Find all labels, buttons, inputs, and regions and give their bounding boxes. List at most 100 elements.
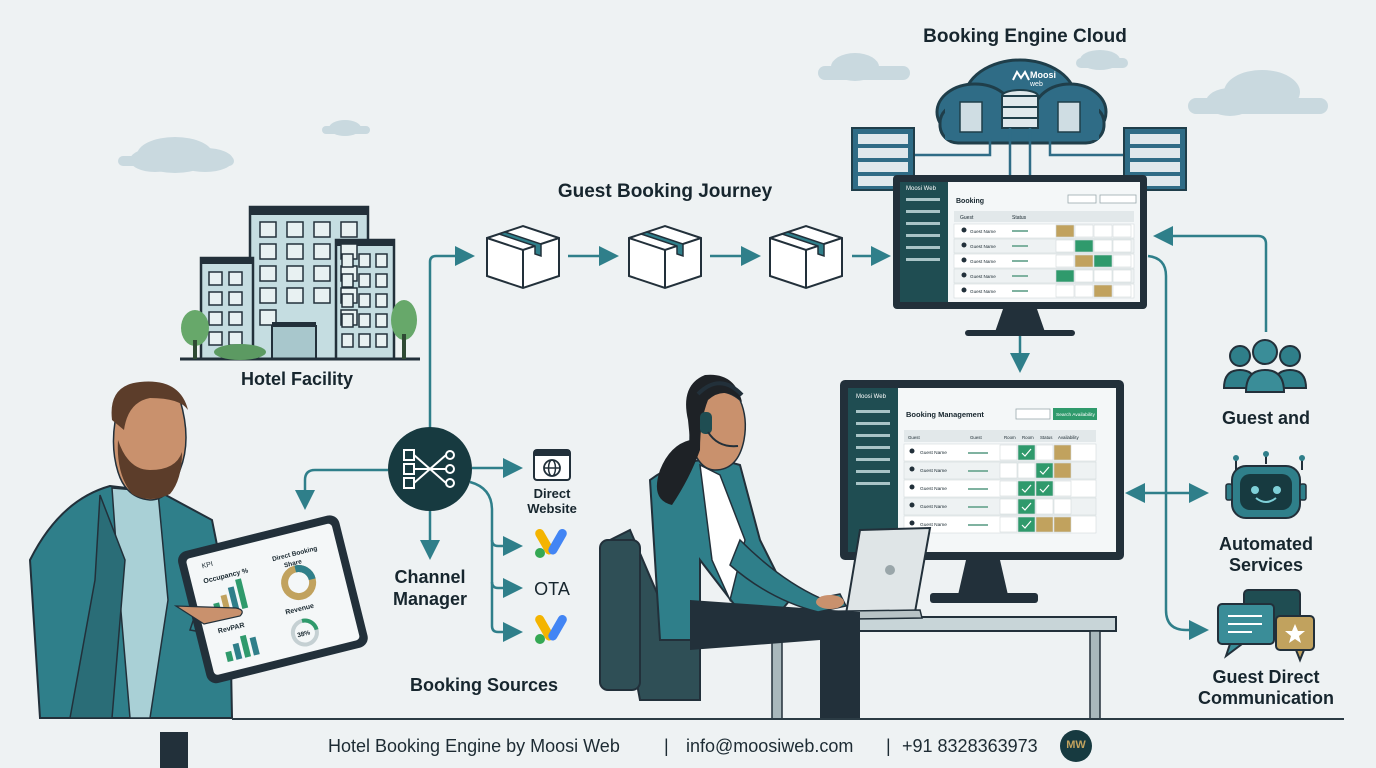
footer-separator: | xyxy=(664,736,669,756)
main-monitor-col-header: Room xyxy=(1022,435,1034,440)
top-monitor-col-status: Status xyxy=(1012,215,1027,221)
table-row: Guest Name xyxy=(903,461,1097,480)
search-availability-button[interactable] xyxy=(1053,408,1097,420)
google-ads-icon xyxy=(535,529,567,558)
window xyxy=(375,313,388,328)
main-monitor-col-header: Guest xyxy=(970,435,982,440)
search-availability-label: Search Availability xyxy=(1056,412,1095,418)
window xyxy=(228,331,243,346)
kpi-tablet: KPI Occupancy % Direct Booking Share Rev… xyxy=(173,515,368,684)
tablet-header: KPI xyxy=(201,561,214,571)
table-row: Guest Name xyxy=(953,268,1135,284)
window xyxy=(358,273,371,288)
window xyxy=(208,291,223,306)
guest-direct-communication-label: Guest Direct Communication xyxy=(1186,667,1346,709)
channel-manager-hub xyxy=(295,246,571,644)
guest-name-cell: Guest Name xyxy=(970,244,996,249)
footer-separator: | xyxy=(886,736,891,756)
window xyxy=(286,221,304,238)
cloud-database-icon: Moosi web xyxy=(935,58,1108,145)
cloud-logo-subtext: web xyxy=(1029,81,1043,88)
table-row: Guest Name xyxy=(953,238,1135,254)
cloud-icon xyxy=(322,120,370,136)
main-monitor-col-header: Availability xyxy=(1058,435,1079,440)
window xyxy=(259,221,277,238)
booking-engine-cloud: Moosi web xyxy=(851,58,1187,191)
tree-icon xyxy=(391,300,417,359)
window xyxy=(228,311,243,326)
top-monitor-sidebar-title: Moosi Web xyxy=(906,186,937,192)
cloud-title: Booking Engine Cloud xyxy=(923,26,1127,47)
guest-name-cell: Guest Name xyxy=(920,504,947,510)
window xyxy=(286,265,304,282)
footer-divider xyxy=(232,718,1344,720)
table-row: Guest Name xyxy=(953,253,1135,269)
window xyxy=(286,243,304,260)
table-row: Guest Name xyxy=(903,515,1097,534)
window xyxy=(375,293,388,308)
cloud-icon xyxy=(1188,70,1328,116)
window xyxy=(341,293,354,308)
window xyxy=(259,309,277,326)
right-connectors xyxy=(1010,226,1268,640)
table-row: Guest Name xyxy=(953,283,1135,299)
guest-name-cell: Guest Name xyxy=(920,468,947,474)
receptionist-person xyxy=(599,374,860,718)
automated-services-line1: Automated xyxy=(1219,534,1313,554)
direct-website-line1: Direct xyxy=(533,486,571,501)
guest-name-cell: Guest Name xyxy=(970,259,996,264)
footer-email[interactable]: info@moosiweb.com xyxy=(686,736,854,756)
website-icon xyxy=(533,449,571,481)
package-box-icon xyxy=(769,224,843,290)
bar-chart-icon xyxy=(225,634,260,663)
tree-icon xyxy=(181,310,209,359)
chat-bubbles-icon xyxy=(1217,589,1315,663)
logo-text: MW xyxy=(1066,739,1086,751)
guest-name-cell: Guest Name xyxy=(970,274,996,279)
tablet-percent: 38% xyxy=(297,629,312,639)
table-row: Guest Name xyxy=(903,497,1097,516)
automated-services-line2: Services xyxy=(1228,555,1304,575)
moosiweb-logo: MW xyxy=(1060,730,1092,762)
channel-manager-line2: Manager xyxy=(392,589,468,609)
window xyxy=(340,221,358,238)
window xyxy=(341,273,354,288)
window xyxy=(375,253,388,268)
window xyxy=(286,287,304,304)
cloud-icon xyxy=(118,137,234,173)
guests-icon xyxy=(1222,339,1308,393)
cloud-icon xyxy=(818,53,910,81)
main-monitor-title: Booking Management xyxy=(906,410,984,419)
top-monitor-title: Booking xyxy=(956,198,984,205)
window xyxy=(358,293,371,308)
table-row: Guest Name xyxy=(953,223,1135,239)
direct-website-line2: Website xyxy=(527,501,577,516)
robot-icon xyxy=(1225,451,1307,519)
guest-label: Guest and xyxy=(1221,408,1310,428)
cloud-logo-text: Moosi xyxy=(1030,70,1056,80)
package-box-icon xyxy=(486,224,560,290)
journey-title: Guest Booking Journey xyxy=(557,181,773,202)
main-booking-monitor: Moosi Web Booking Management Search Avai… xyxy=(840,380,1124,603)
window xyxy=(313,221,331,238)
window xyxy=(313,287,331,304)
window xyxy=(208,331,223,346)
main-monitor-sidebar-title: Moosi Web xyxy=(856,394,887,400)
tablet-direct-share: Share xyxy=(283,558,303,569)
window xyxy=(341,313,354,328)
main-monitor-col-header: Status xyxy=(1040,435,1053,440)
footer-phone[interactable]: +91 8328363973 xyxy=(902,736,1038,756)
guest-name-cell: Guest Name xyxy=(920,450,947,456)
window xyxy=(375,273,388,288)
cloud-connectors xyxy=(915,128,1125,175)
automated-services-label: Automated Services xyxy=(1196,534,1336,576)
window xyxy=(341,253,354,268)
window xyxy=(358,313,371,328)
guest-name-cell: Guest Name xyxy=(970,229,996,234)
main-monitor-col-header: Guest xyxy=(908,435,920,440)
window xyxy=(341,333,354,348)
headset-icon xyxy=(700,412,712,434)
direct-website-label: Direct Website xyxy=(512,486,592,516)
journey-boxes xyxy=(486,224,891,290)
